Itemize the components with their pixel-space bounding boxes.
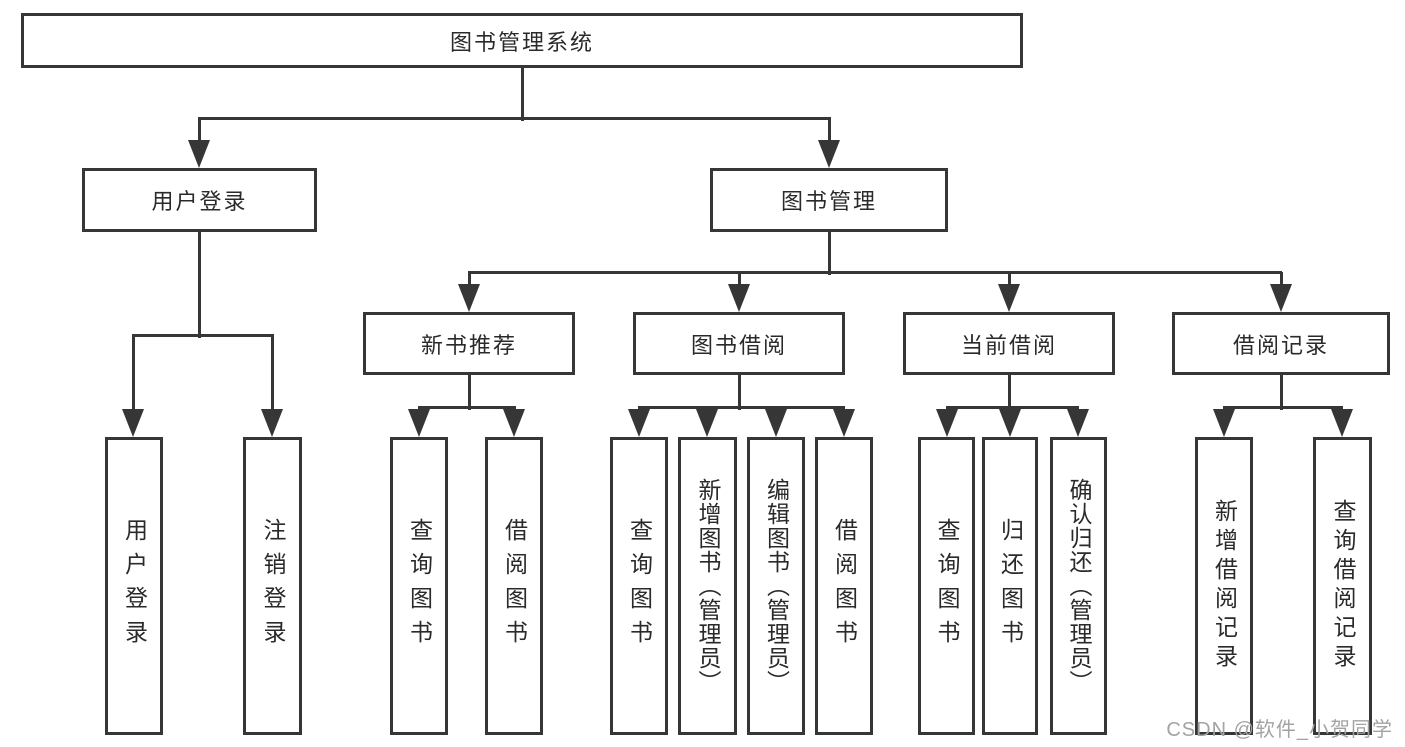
connector-line [271, 335, 274, 410]
connector-line [198, 232, 201, 338]
node-label: 当前借阅 [960, 332, 1057, 358]
node-label: 用户登录 [151, 189, 248, 214]
node-leaf-user-login: 用户登录 [105, 437, 163, 735]
node-book-borrow: 图书借阅 [633, 312, 845, 375]
node-leaf-add-book: 新增图书（管理员） [678, 437, 737, 735]
arrow-down-icon [122, 409, 144, 437]
connector-line [1280, 272, 1283, 285]
connector-line [1008, 272, 1011, 285]
connector-line [468, 271, 1282, 274]
arrow-down-icon [696, 409, 718, 437]
node-book-mgmt: 图书管理 [710, 168, 948, 232]
node-leaf-query-record: 查询借阅记录 [1313, 437, 1372, 735]
arrow-down-icon [1067, 409, 1089, 437]
connector-line [418, 406, 516, 409]
node-label: 借阅图书 [501, 518, 528, 654]
node-label: 图书借阅 [690, 332, 787, 358]
connector-line [198, 117, 831, 120]
arrow-down-icon [765, 409, 787, 437]
arrow-down-icon [833, 409, 855, 437]
node-label: 编辑图书（管理员） [763, 478, 790, 694]
node-label: 借阅图书 [831, 518, 858, 654]
node-leaf-borrow-book-1: 借阅图书 [485, 437, 543, 735]
node-label: 查询图书 [934, 518, 960, 654]
node-label: 图书管理系统 [449, 29, 594, 55]
node-label: 图书管理 [780, 189, 877, 214]
arrow-down-icon [728, 284, 750, 312]
node-label: 新增借阅记录 [1211, 499, 1238, 673]
node-leaf-confirm-return: 确认归还（管理员） [1050, 437, 1107, 735]
connector-line [1280, 375, 1283, 410]
watermark: CSDN @软件_小贺同学 [1166, 719, 1393, 741]
node-current-borrow: 当前借阅 [903, 312, 1115, 375]
node-leaf-logout: 注销登录 [243, 437, 302, 735]
arrow-down-icon [458, 284, 480, 312]
node-new-book-rec: 新书推荐 [363, 312, 575, 375]
node-label: 注销登录 [260, 518, 286, 654]
connector-line [638, 406, 845, 409]
connector-line [738, 272, 741, 285]
connector-line [132, 335, 135, 410]
connector-line [1223, 406, 1343, 409]
arrow-down-icon [503, 409, 525, 437]
node-leaf-add-record: 新增借阅记录 [1195, 437, 1253, 735]
connector-line [828, 118, 831, 142]
connector-line [946, 406, 1079, 409]
node-label: 新增图书（管理员） [695, 478, 721, 694]
arrow-down-icon [818, 140, 840, 168]
node-user-login: 用户登录 [82, 168, 317, 232]
node-leaf-borrow-book-2: 借阅图书 [815, 437, 873, 735]
arrow-down-icon [1270, 284, 1292, 312]
node-leaf-return-book: 归还图书 [982, 437, 1038, 735]
node-label: 归还图书 [997, 518, 1024, 654]
node-leaf-query-book-2: 查询图书 [610, 437, 668, 735]
node-label: 新书推荐 [420, 332, 517, 358]
arrow-down-icon [1213, 409, 1235, 437]
node-borrow-records: 借阅记录 [1172, 312, 1390, 375]
arrow-down-icon [408, 409, 430, 437]
connector-line [468, 375, 471, 410]
connector-line [738, 375, 741, 410]
connector-line [198, 118, 201, 142]
arrow-down-icon [998, 284, 1020, 312]
connector-line [1008, 375, 1011, 410]
connector-line [828, 232, 831, 275]
arrow-down-icon [261, 409, 283, 437]
arrow-down-icon [999, 409, 1021, 437]
connector-line [468, 272, 471, 285]
node-label: 确认归还（管理员） [1066, 478, 1092, 694]
connector-line [132, 334, 274, 337]
arrow-down-icon [188, 140, 210, 168]
arrow-down-icon [1331, 409, 1353, 437]
arrow-down-icon [936, 409, 958, 437]
arrow-down-icon [628, 409, 650, 437]
node-leaf-query-book-3: 查询图书 [918, 437, 975, 735]
connector-line [521, 68, 524, 121]
node-leaf-query-book-1: 查询图书 [390, 437, 448, 735]
node-label: 借阅记录 [1232, 332, 1329, 358]
node-label: 查询图书 [626, 518, 653, 654]
node-label: 用户登录 [121, 518, 148, 654]
node-label: 查询借阅记录 [1330, 499, 1356, 673]
node-label: 查询图书 [406, 518, 433, 654]
node-leaf-edit-book: 编辑图书（管理员） [747, 437, 805, 735]
node-root: 图书管理系统 [21, 13, 1023, 68]
